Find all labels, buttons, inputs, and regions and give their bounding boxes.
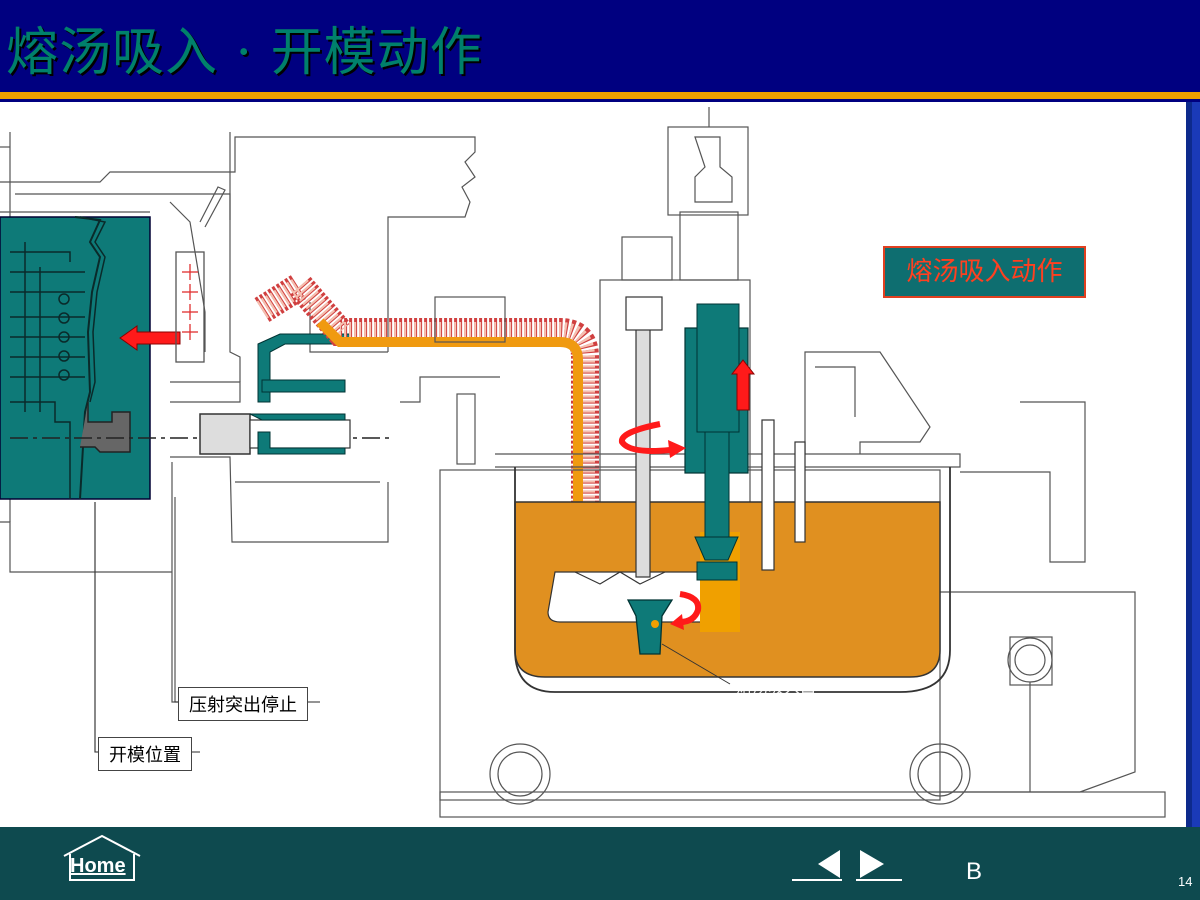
right-rail-shadow: [1186, 102, 1192, 827]
heating-elements: [175, 251, 205, 363]
header-rule-orange: [0, 92, 1200, 99]
header-rule-navy: [0, 99, 1200, 102]
mold-open-arrow: [119, 325, 181, 351]
label-inlet: 熔汤吸入口: [736, 678, 817, 697]
die-casting-machine-diagram: [0, 107, 1166, 818]
header-bar: [0, 0, 1200, 92]
feed-pipe: [254, 267, 660, 607]
inlet-leader-line: [661, 643, 731, 685]
home-button[interactable]: Home: [70, 855, 126, 877]
molten-metal-pot: [514, 467, 951, 693]
page-number: 14: [1178, 874, 1193, 889]
furnace-outlines: [400, 107, 1166, 818]
prev-arrow-icon[interactable]: [792, 848, 844, 882]
label-mold-open-position: 开模位置: [98, 737, 192, 771]
pump-cylinder: [626, 303, 749, 655]
home-icon[interactable]: [62, 832, 142, 882]
rotation-arrows: [619, 359, 756, 630]
mold-block: [0, 216, 151, 500]
page-title: 熔汤吸入 · 开模动作: [6, 23, 483, 83]
callout-molten-suction: 熔汤吸入动作: [883, 246, 1086, 298]
footer-bar: [0, 827, 1200, 900]
section-label: B: [966, 858, 983, 885]
stopper-rods: [625, 296, 806, 578]
label-injection-stop: 压射突出停止: [178, 687, 308, 721]
next-arrow-icon[interactable]: [856, 848, 904, 882]
